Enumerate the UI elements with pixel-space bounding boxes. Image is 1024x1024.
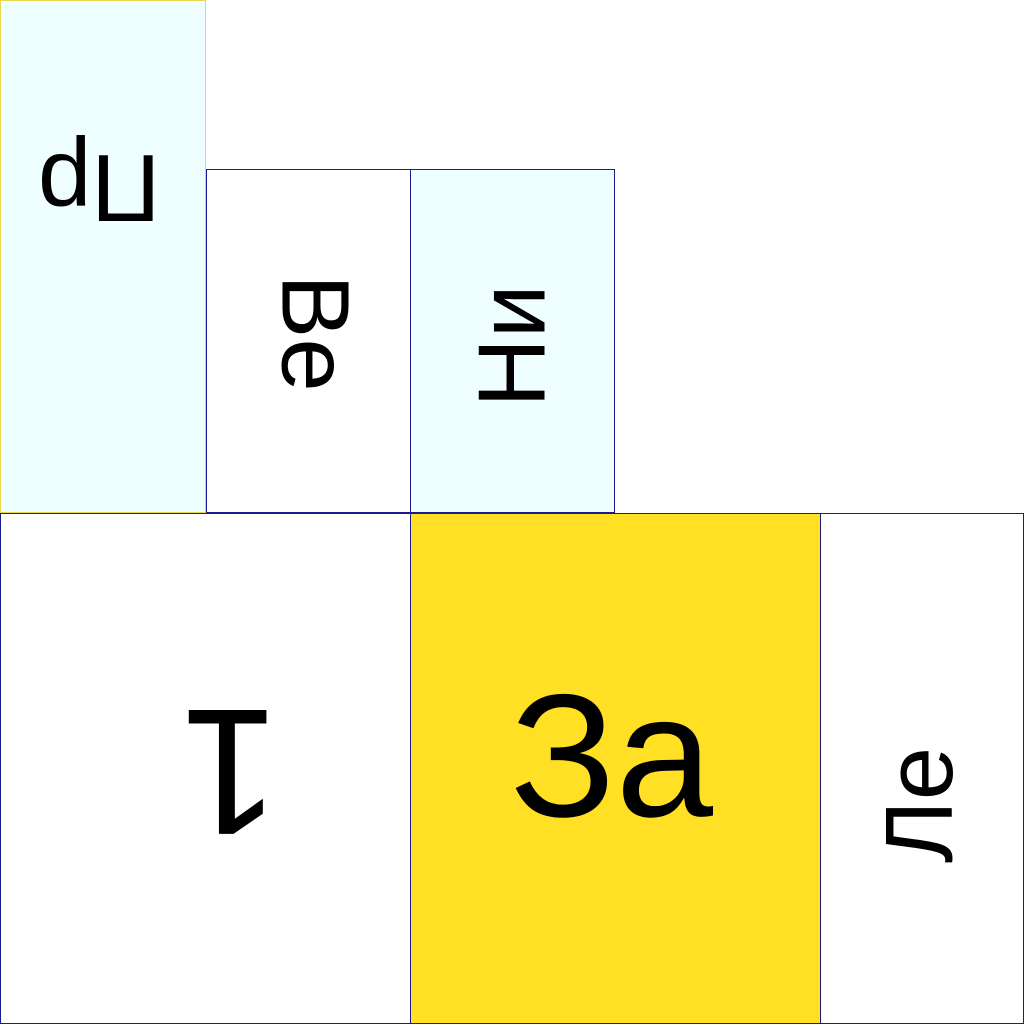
tile-le-label: Ле xyxy=(865,746,973,863)
tile-pr[interactable]: Пр xyxy=(0,0,206,513)
tile-za[interactable]: За xyxy=(410,513,821,1024)
tile-ni[interactable]: Ни xyxy=(410,169,615,513)
tile-le[interactable]: Ле xyxy=(820,513,1024,1024)
tile-one[interactable]: 1 xyxy=(0,513,411,1024)
tile-ve-label: Ве xyxy=(261,274,369,392)
tile-one-label: 1 xyxy=(180,670,281,872)
tile-ni-label: Ни xyxy=(458,284,566,408)
tile-za-label: За xyxy=(509,659,714,854)
tile-ve[interactable]: Ве xyxy=(206,169,411,513)
tile-pr-label: Пр xyxy=(37,133,161,241)
